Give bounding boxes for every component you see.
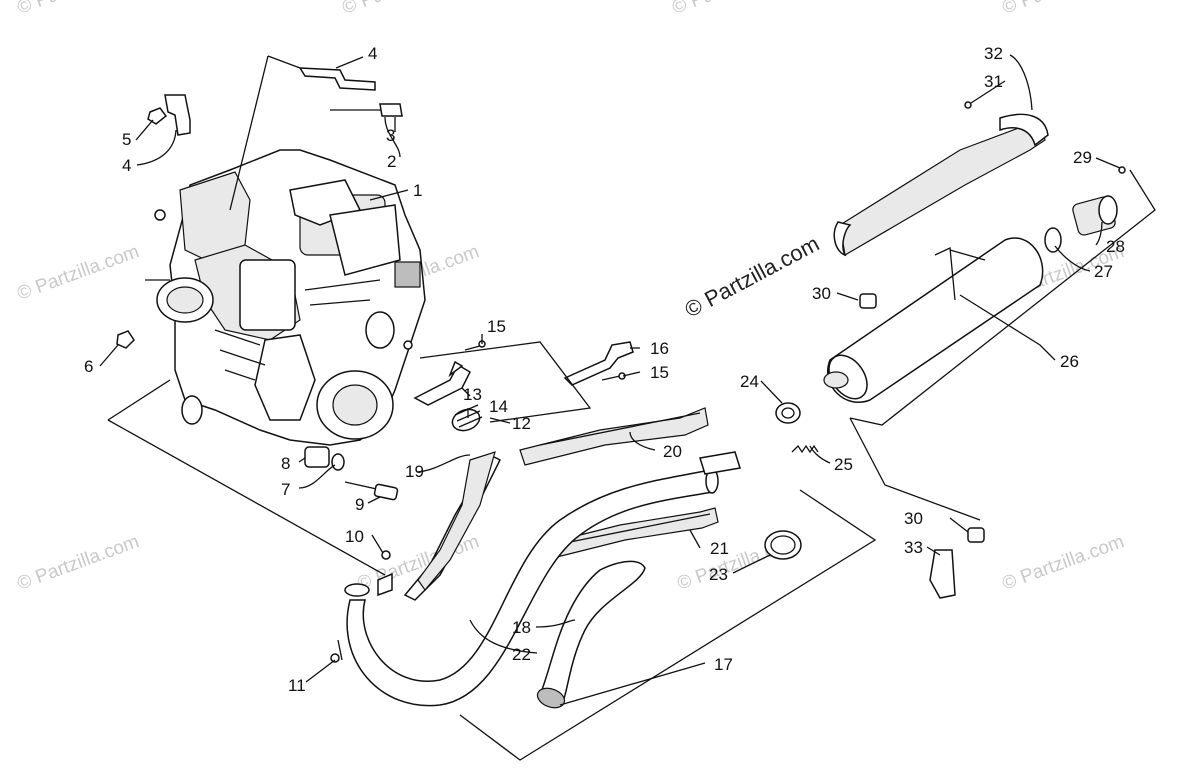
assembly-group-lines (107, 169, 1156, 761)
heat-shield-32 (833, 101, 1049, 257)
callout-24: 24 (740, 372, 759, 391)
bracket-kit-12 (413, 341, 634, 432)
callout-31: 31 (984, 72, 1003, 91)
callout-11: 11 (288, 676, 306, 695)
callout-30-lower: 30 (904, 509, 923, 528)
partzilla-watermark: © Partzilla.com (681, 231, 824, 323)
fasteners (330, 340, 626, 663)
watermark-top-left: © Partzilla.com (15, 0, 142, 19)
callout-22: 22 (512, 645, 531, 664)
callout-8: 8 (281, 454, 290, 473)
callout-7: 7 (281, 480, 290, 499)
callout-14: 14 (489, 397, 508, 416)
callout-4-upper: 4 (368, 44, 377, 63)
callout-33: 33 (904, 538, 923, 557)
exhaust-pipe-18 (536, 560, 646, 709)
heat-shield-21 (539, 507, 719, 561)
exhaust-pipe-19 (403, 451, 502, 601)
engine-mount-hardware (116, 330, 399, 501)
callout-29: 29 (1073, 148, 1092, 167)
callout-13: 13 (463, 385, 482, 404)
callout-6: 6 (84, 357, 93, 376)
watermark-right-lower: © Partzilla.com (1000, 531, 1127, 595)
spark-arrester-parts (859, 166, 1126, 599)
callout-3: 3 (386, 126, 395, 145)
callout-25: 25 (834, 455, 853, 474)
engine-bracket-lower (147, 94, 191, 136)
callout-15-upper: 15 (487, 317, 506, 336)
watermark-top-right-center: © Partzilla.com (670, 0, 797, 19)
engine-assembly (145, 149, 426, 446)
callout-5: 5 (122, 130, 131, 149)
callout-15-lower: 15 (650, 363, 669, 382)
callout-1: 1 (413, 181, 422, 200)
heat-shield-20 (519, 407, 709, 466)
engine-bracket-upper (298, 67, 403, 117)
leader-lines (99, 54, 1121, 706)
callout-20: 20 (663, 442, 682, 461)
watermark-left-upper: © Partzilla.com (15, 241, 142, 305)
callout-18: 18 (512, 618, 531, 637)
callout-30-upper: 30 (812, 284, 831, 303)
callout-28: 28 (1106, 237, 1125, 256)
callout-16: 16 (650, 339, 669, 358)
callout-10: 10 (345, 527, 364, 546)
callout-4-lower: 4 (122, 156, 131, 175)
callout-9: 9 (355, 495, 364, 514)
callout-17: 17 (714, 655, 733, 674)
callout-19: 19 (405, 462, 424, 481)
watermark-left-lower: © Partzilla.com (15, 531, 142, 595)
clamp-and-gasket (764, 402, 819, 560)
callout-labels: 4 3 2 5 4 1 6 8 7 9 10 11 12 13 14 15 15… (84, 44, 1125, 695)
callout-26: 26 (1060, 352, 1079, 371)
callout-27: 27 (1094, 262, 1113, 281)
callout-23: 23 (709, 565, 728, 584)
callout-32: 32 (984, 44, 1003, 63)
muffler-26 (823, 237, 1044, 403)
callout-12: 12 (512, 414, 531, 433)
callout-21: 21 (710, 539, 729, 558)
callout-2: 2 (387, 152, 396, 171)
watermark-top-right: © Partzilla.com (1000, 0, 1127, 19)
exhaust-pipe-22 (344, 451, 741, 707)
watermark-top-center: © Partzilla.com (340, 0, 467, 19)
